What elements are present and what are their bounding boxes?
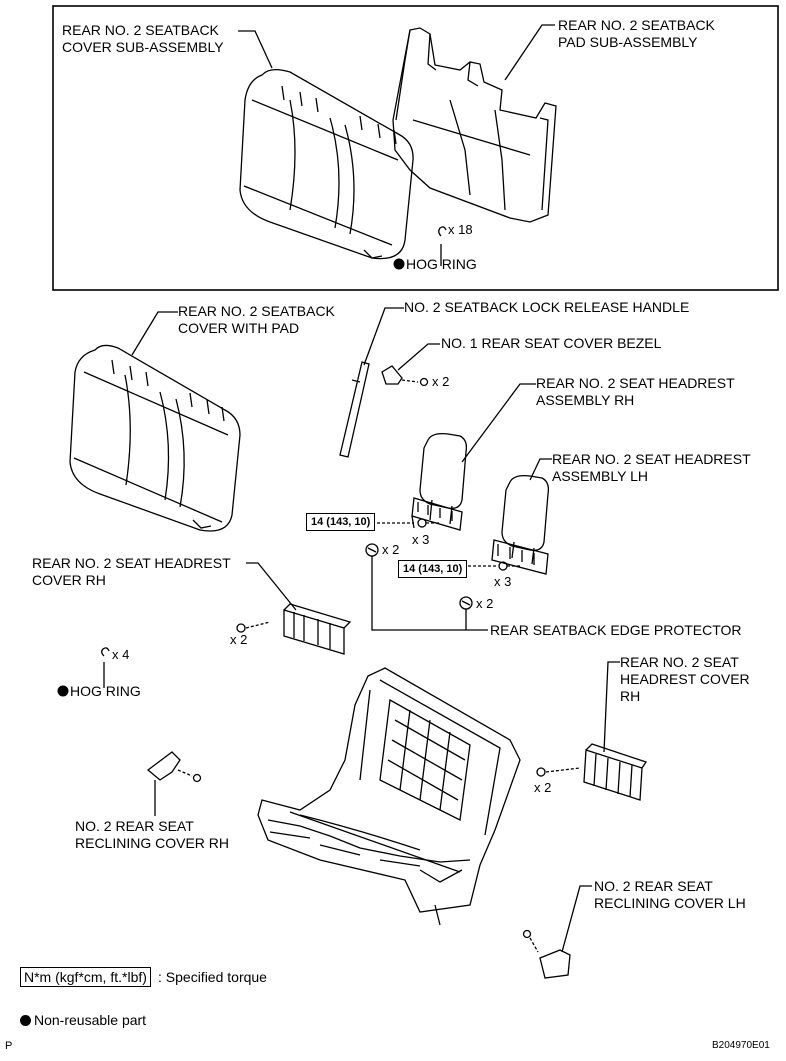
- label-headrest-assy-lh: REAR NO. 2 SEAT HEADREST ASSEMBLY LH: [552, 451, 751, 484]
- label-headrest-cover-rh-left: REAR NO. 2 SEAT HEADREST COVER RH: [32, 555, 231, 588]
- label-headrest-cover-right-qty: x 2: [534, 780, 552, 795]
- headrest-cover-left-illustration: [236, 603, 352, 655]
- lock-release-handle-illustration: [339, 361, 370, 458]
- label-lock-release-handle: NO. 2 SEATBACK LOCK RELEASE HANDLE: [404, 299, 690, 315]
- seat-cover-bezel-illustration: [381, 365, 429, 387]
- seatback-cover-with-pad-illustration: [69, 344, 241, 532]
- leader-headrest-cover-left: [246, 562, 297, 611]
- hog-ring-top-dot: [393, 258, 405, 270]
- label-hog-ring-bottom: HOG RING: [70, 683, 141, 699]
- nonreusable-dot: [20, 1015, 31, 1026]
- torque-bolt-1: [372, 518, 440, 528]
- leader-reclining-lh: [561, 885, 592, 953]
- label-headrest-cover-rh-right: REAR NO. 2 SEAT HEADREST COVER RH: [620, 654, 750, 704]
- label-torque-1-qty: x 3: [412, 532, 430, 547]
- label-hog-ring-top-qty: x 18: [448, 222, 473, 237]
- label-reclining-cover-lh: NO. 2 REAR SEAT RECLINING COVER LH: [594, 878, 746, 911]
- label-edge-protector: REAR SEATBACK EDGE PROTECTOR: [490, 622, 742, 638]
- leader-lock-handle: [363, 307, 404, 366]
- leader-pad-subassy: [504, 24, 555, 81]
- torque-bolt-2: [468, 561, 520, 571]
- label-edge-protector-qty-2: x 2: [476, 596, 494, 611]
- hog-ring-top-symbol: [438, 226, 447, 266]
- label-bezel-qty: x 2: [432, 374, 450, 389]
- seatback-cover-illustration: [239, 68, 414, 260]
- leader-bezel: [397, 343, 440, 371]
- footer-left-mark: P: [5, 1040, 13, 1052]
- seatback-pad-illustration: [392, 27, 557, 223]
- headrest-lh-illustration: [491, 474, 550, 575]
- figure-id: B204970E01: [712, 1040, 770, 1051]
- legend-torque-unit: N*m (kgf*cm, ft.*lbf): [20, 967, 151, 987]
- label-hog-ring-top: HOG RING: [406, 256, 477, 272]
- torque-spec-1: 14 (143, 10): [306, 513, 376, 531]
- top-frame: [52, 5, 779, 291]
- leader-edge-protector: [371, 556, 488, 631]
- legend-nonreusable-text: Non-reusable part: [34, 1012, 147, 1028]
- legend-nonreusable: Non-reusable part: [20, 1012, 146, 1029]
- leader-headrest-rh: [461, 383, 536, 463]
- headrest-cover-right-illustration: [536, 743, 648, 801]
- edge-protector-1: [365, 543, 379, 557]
- leader-headrest-lh: [529, 458, 552, 481]
- hog-ring-bottom-symbol: [101, 647, 110, 688]
- legend-torque-desc: : Specified torque: [158, 969, 267, 985]
- label-reclining-cover-rh: NO. 2 REAR SEAT RECLINING COVER RH: [75, 818, 230, 851]
- torque-spec-2: 14 (143, 10): [398, 560, 468, 578]
- reclining-cover-rh-illustration: [146, 751, 202, 783]
- label-headrest-cover-left-qty: x 2: [230, 632, 248, 647]
- seat-frame-illustration: [257, 667, 521, 926]
- reclining-cover-lh-illustration: [522, 929, 571, 979]
- label-headrest-assy-rh: REAR NO. 2 SEAT HEADREST ASSEMBLY RH: [536, 375, 735, 408]
- leader-headrest-cover-right: [603, 661, 620, 753]
- label-hog-ring-bottom-qty: x 4: [112, 647, 130, 662]
- label-seatback-cover-subassy: REAR NO. 2 SEATBACK COVER SUB-ASSEMBLY: [62, 22, 224, 55]
- leader-cover-subassy: [238, 30, 273, 69]
- edge-protector-2: [459, 596, 473, 610]
- label-seatback-pad-subassy: REAR NO. 2 SEATBACK PAD SUB-ASSEMBLY: [558, 17, 715, 50]
- leader-cover-with-pad: [131, 311, 178, 356]
- headrest-rh-illustration: [411, 432, 468, 531]
- label-rear-seat-cover-bezel: NO. 1 REAR SEAT COVER BEZEL: [441, 335, 662, 351]
- label-torque-2-qty: x 3: [494, 574, 512, 589]
- label-edge-protector-qty-1: x 2: [382, 542, 400, 557]
- hog-ring-bottom-dot: [57, 685, 69, 697]
- label-seatback-cover-with-pad: REAR NO. 2 SEATBACK COVER WITH PAD: [178, 303, 335, 336]
